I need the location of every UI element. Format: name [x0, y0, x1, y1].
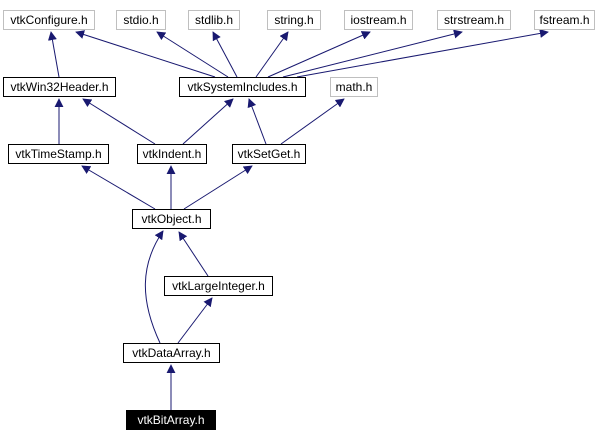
- node-vtkbitarray[interactable]: vtkBitArray.h: [126, 410, 216, 430]
- edge-dataarray-largeinteger: [177, 297, 213, 344]
- node-vtkwin32header[interactable]: vtkWin32Header.h: [3, 77, 116, 97]
- node-fstream[interactable]: fstream.h: [534, 10, 595, 30]
- node-vtkobject[interactable]: vtkObject.h: [132, 209, 211, 229]
- edge-indent-systemincludes: [182, 98, 234, 145]
- node-vtklargeinteger[interactable]: vtkLargeInteger.h: [164, 276, 273, 296]
- node-vtktimestamp[interactable]: vtkTimeStamp.h: [8, 144, 109, 164]
- node-string[interactable]: string.h: [267, 10, 321, 30]
- node-vtksetget[interactable]: vtkSetGet.h: [232, 144, 306, 164]
- edge-systemincludes-fstream: [296, 29, 549, 78]
- edge-systemincludes-string: [255, 31, 289, 78]
- node-math[interactable]: math.h: [330, 77, 378, 97]
- edge-win32header-configure: [47, 31, 60, 78]
- edge-setget-math: [280, 98, 345, 145]
- node-iostream[interactable]: iostream.h: [344, 10, 413, 30]
- edge-systemincludes-configure: [75, 30, 216, 78]
- edge-indent-win32header: [82, 98, 156, 145]
- edge-largeinteger-object: [178, 231, 209, 277]
- edge-object-setget: [183, 165, 253, 210]
- node-vtksystemincludes[interactable]: vtkSystemIncludes.h: [179, 77, 306, 97]
- node-stdio[interactable]: stdio.h: [116, 10, 166, 30]
- edge-systemincludes-iostream: [267, 31, 371, 78]
- node-strstream[interactable]: strstream.h: [437, 10, 511, 30]
- edge-setget-systemincludes: [247, 98, 267, 145]
- node-stdlib[interactable]: stdlib.h: [188, 10, 240, 30]
- node-vtkconfigure[interactable]: vtkConfigure.h: [3, 10, 95, 30]
- node-vtkindent[interactable]: vtkIndent.h: [137, 144, 207, 164]
- edge-systemincludes-stdio: [156, 31, 229, 78]
- node-vtkdataarray[interactable]: vtkDataArray.h: [123, 343, 220, 363]
- edge-systemincludes-strstream: [282, 29, 463, 78]
- edge-dataarray-object: [144, 230, 164, 344]
- edge-systemincludes-stdlib: [212, 31, 238, 78]
- edge-object-timestamp: [81, 165, 156, 210]
